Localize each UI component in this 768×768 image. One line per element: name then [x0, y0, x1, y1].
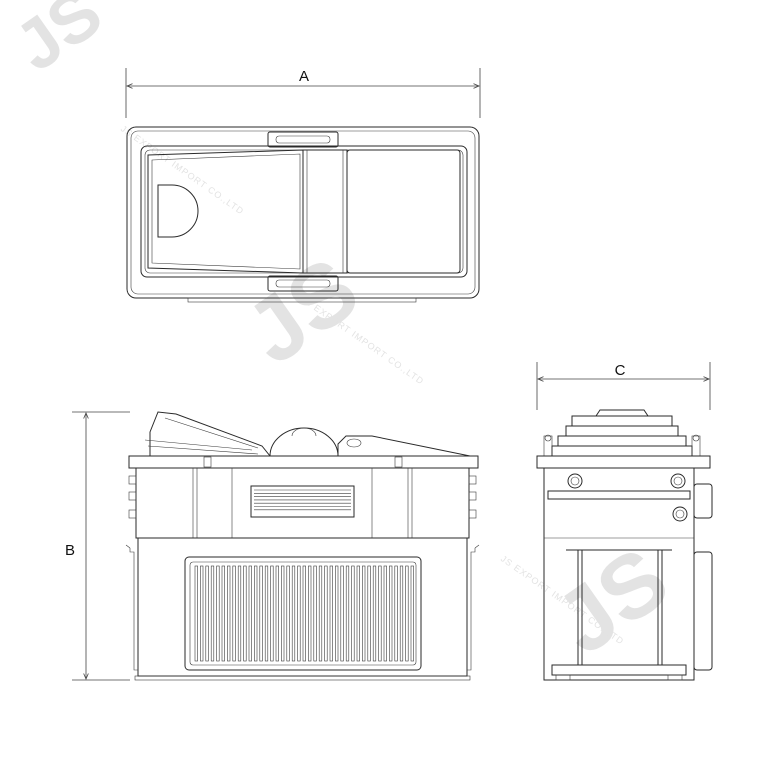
side-view: C: [536, 362, 713, 681]
grille-slat: [356, 565, 360, 662]
side-view-bolt: [672, 506, 688, 522]
side-view-base: [551, 664, 687, 676]
dimension-a-label: A: [299, 68, 309, 85]
grille-slat: [264, 565, 269, 662]
grille-slat: [367, 565, 371, 662]
top-view-right-lid: [346, 149, 461, 274]
front-view-top-band: [128, 455, 479, 469]
grille-slat: [335, 565, 339, 662]
grille-slat: [308, 565, 312, 662]
grille-slat: [340, 565, 344, 662]
top-view-lid-recess: [140, 145, 468, 278]
grille-slat: [248, 565, 252, 662]
top-view-lid-grip: [157, 184, 199, 238]
side-view-dome-cap: [595, 409, 649, 417]
dimension-b-label: B: [65, 542, 75, 559]
front-view: B: [65, 411, 480, 681]
front-view-grille: [184, 556, 422, 671]
grille-slat: [405, 565, 409, 662]
grille-slat: [399, 565, 404, 662]
watermark-logo: JS: [229, 239, 377, 384]
grille-slat: [237, 565, 242, 662]
side-view-side-box-lower: [693, 551, 713, 671]
grille-slat: [200, 565, 204, 662]
grille-slat: [389, 565, 393, 662]
side-view-top-band: [536, 455, 711, 469]
top-view-handle-top: [267, 131, 339, 148]
grille-slat: [345, 565, 350, 662]
grille-slat: [254, 565, 258, 662]
grille-slat: [227, 565, 231, 662]
grille-slat: [410, 565, 414, 662]
grille-slat: [302, 565, 306, 662]
front-view-open-lid: [149, 411, 272, 457]
side-view-side-box-upper: [693, 483, 713, 519]
grille-slat: [313, 565, 317, 662]
front-view-latch-right: [394, 456, 403, 468]
watermark-company-text: JS EXPORT IMPORT CO.,LTD: [119, 123, 246, 216]
top-view-left-lid: [147, 149, 304, 274]
grille-slat: [243, 565, 247, 662]
top-view-outer-inner-edge: [130, 130, 476, 295]
front-view-upper-vent-slats: [254, 489, 351, 511]
grille-slat: [291, 565, 296, 662]
grille-slat: [351, 565, 355, 662]
front-view-grille-slats: [194, 565, 414, 662]
grille-slat: [205, 565, 209, 662]
side-view-bolt: [567, 473, 583, 489]
grille-slat: [232, 565, 236, 662]
side-view-bolt: [670, 473, 686, 489]
top-view: A: [125, 68, 481, 303]
grille-slat: [324, 565, 328, 662]
grille-slat: [318, 565, 323, 662]
front-view-right-lid: [337, 435, 471, 457]
grille-slat: [194, 565, 198, 662]
front-view-latch-left: [203, 456, 212, 468]
grille-slat: [378, 565, 382, 662]
side-view-rail: [547, 490, 691, 500]
front-view-lower-body: [137, 537, 468, 677]
grille-slat: [270, 565, 274, 662]
grille-slat: [362, 565, 366, 662]
grille-slat: [372, 565, 377, 662]
grille-slat: [210, 565, 215, 662]
grille-slat: [281, 565, 285, 662]
grille-slat: [394, 565, 398, 662]
top-view-base-lip: [187, 297, 417, 303]
grille-slat: [383, 565, 387, 662]
grille-slat: [275, 565, 279, 662]
watermark-logo: JS: [1, 0, 116, 86]
front-view-base: [134, 675, 471, 681]
top-view-handle-bottom: [267, 275, 339, 292]
grille-slat: [221, 565, 225, 662]
grille-slat: [286, 565, 290, 662]
front-view-dome: [269, 427, 339, 457]
grille-slat: [329, 565, 333, 662]
grille-slat: [216, 565, 220, 662]
dimension-c-label: C: [615, 362, 626, 379]
grille-slat: [259, 565, 263, 662]
grille-slat: [297, 565, 301, 662]
front-view-upper-vent: [250, 485, 355, 518]
